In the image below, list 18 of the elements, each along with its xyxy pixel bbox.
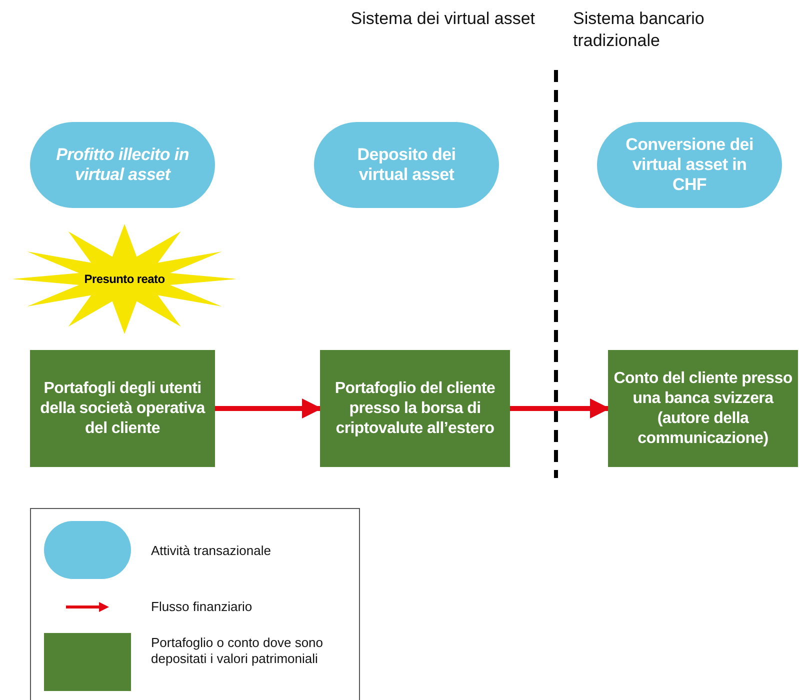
arrow [510,398,610,418]
starburst-shape [12,224,237,334]
region-label: Sistema dei virtual asset [350,8,535,30]
legend-text: Flusso finanziario [151,599,254,615]
node-label: Conto del cliente presso una banca svizzera (autore della communicazione) [612,368,794,448]
node-label: Deposito dei virtual asset [356,145,457,185]
process-box [30,350,215,467]
legend-text: Attività transazionale [151,543,272,559]
node-label: Profitto illecito in virtual asset [55,145,190,185]
node-label: Portafoglio del cliente presso la borsa di criptovalute all’estero [334,378,496,438]
legend-text: Portafoglio o conto dove sono depositati i valori patrimoniali [151,635,324,667]
region-label: Sistema bancario tradizionale [573,8,706,52]
node-label: Conversione dei virtual asset in CHF [624,135,754,195]
arrow [215,398,322,418]
node-label: Presunto reato [84,271,165,288]
process-box [608,350,798,467]
process-box [320,350,510,467]
node-label: Portafogli degli utenti della società operativa del cliente [39,378,206,438]
